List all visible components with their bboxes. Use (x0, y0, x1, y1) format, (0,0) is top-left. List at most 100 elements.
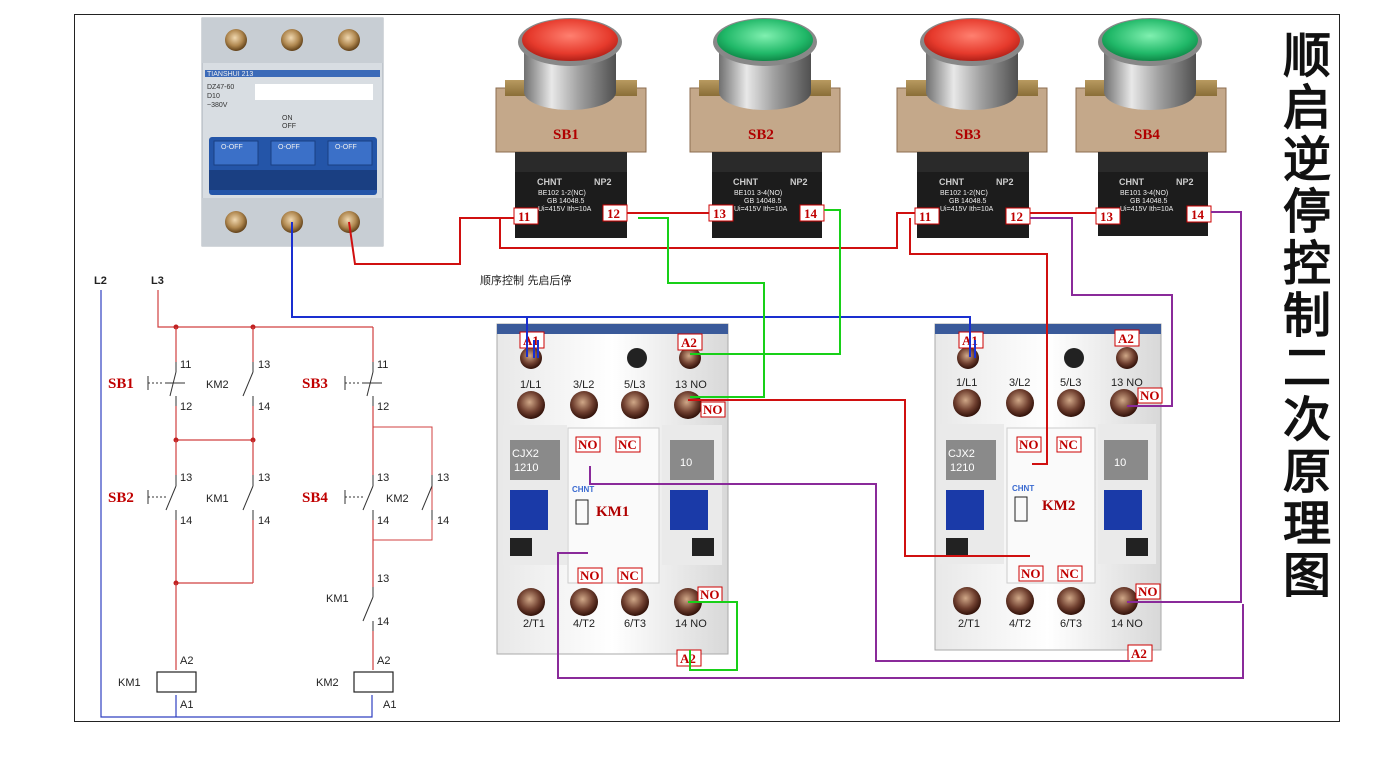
sb3-symbol: 11 12 SB3 (302, 359, 389, 413)
coil1-a2: A2 (180, 655, 193, 667)
pushbutton-sb1[interactable]: SB1 CHNT NP2 BE102 1-2(NC) GB 14048.5 Ui… (495, 18, 647, 238)
sb4-device-label: SB4 (1134, 127, 1160, 143)
title-char: 制 (1282, 288, 1331, 344)
km1-top-term-2: 3/L2 (573, 379, 594, 391)
coil1-label: KM1 (118, 677, 141, 689)
supply-label-l3: L3 (151, 275, 164, 287)
sb3-pin-bottom: 12 (377, 401, 389, 413)
sb2-std: GB 14048.5 (744, 198, 781, 205)
km2b-label: KM2 (386, 493, 409, 505)
km1-a2-label: A2 (681, 335, 697, 350)
sb3-term-1: 11 (919, 209, 931, 224)
sb3-std: GB 14048.5 (949, 198, 986, 205)
wire-purple-sb4 (1127, 211, 1242, 603)
km2-top-term-4: 13 NO (1111, 377, 1143, 389)
coil1-a1: A1 (180, 699, 193, 711)
pushbutton-sb2[interactable]: SB2 CHNT NP2 BE101 3-4(NO) GB 14048.5 Ui… (689, 18, 841, 238)
sb2-label: SB2 (108, 490, 134, 506)
sb4-std: GB 14048.5 (1130, 198, 1167, 205)
sb3-cap[interactable] (924, 19, 1020, 61)
sb4-term-1: 13 (1100, 209, 1114, 224)
sb4-type: NP2 (1176, 177, 1194, 187)
breaker-on: ON (282, 115, 293, 122)
title-char: 次 (1282, 392, 1331, 448)
km2-pin-bottom: 14 (258, 401, 270, 413)
km1-model: CJX2 (512, 448, 539, 460)
sb1-cap[interactable] (522, 19, 618, 61)
l2-wire (100, 290, 373, 718)
km1-size-box: 10 (680, 457, 692, 469)
wire-green-sb2 (638, 217, 765, 398)
coil-km2-symbol: A2 A1 KM2 (316, 655, 396, 711)
sb2-cap[interactable] (717, 19, 813, 61)
km2b-pin-bottom: 14 (437, 515, 449, 527)
km2-bottom-term-2: 4/T2 (1009, 618, 1031, 630)
km1-bottom-term-3: 6/T3 (624, 618, 646, 630)
km1-size: 1210 (514, 462, 538, 474)
switch-label-1: O-OFF (221, 144, 243, 151)
sb1-rating: Ui=415V Ith=10A (538, 206, 592, 213)
km1-no-label: NO (703, 402, 723, 417)
sb2-brand: CHNT (733, 177, 758, 187)
circuit-breaker: TIANSHUI 213 DZ47-60 D10 ~380V ON OFF O-… (201, 17, 384, 247)
sb1-term-2: 12 (607, 206, 620, 221)
sb2-device-label: SB2 (748, 127, 774, 143)
km2-pin-top: 13 (258, 359, 270, 371)
km1-a1-label: A1 (523, 333, 539, 348)
km1-aux-brand: CHNT (572, 485, 594, 494)
km1-no-bottom-label: NO (700, 587, 720, 602)
title-char: 停 (1282, 184, 1331, 240)
km2-contact-label: KM2 (206, 379, 229, 391)
breaker-off: OFF (282, 123, 296, 130)
km2-top-term-2: 3/L2 (1009, 377, 1030, 389)
km1-interlock-symbol: 13 14 KM1 (326, 573, 389, 631)
title-char: 理 (1282, 496, 1331, 552)
km1-contact-symbol: 13 14 KM1 (206, 472, 270, 527)
pushbutton-sb4[interactable]: SB4 CHNT NP2 BE101 3-4(NO) GB 14048.5 Ui… (1075, 18, 1227, 236)
control-schematic: L2 L3 11 12 SB1 13 14 (94, 275, 449, 718)
title-char: 二 (1282, 340, 1331, 396)
title-char: 控 (1282, 236, 1331, 292)
sb2-pin-bottom: 14 (180, 515, 192, 527)
sb3-brand: CHNT (939, 177, 964, 187)
title-char: 原 (1282, 444, 1331, 500)
sb1-pin-top: 11 (180, 359, 191, 371)
contactor-km1: 1/L1 3/L2 5/L3 13 NO CJX2 1210 10 CHNT K… (496, 323, 729, 667)
sequence-note: 顺序控制 先启后停 (480, 273, 572, 287)
km2-no-bottom-label: NO (1138, 584, 1158, 599)
coil-km1-symbol: A2 A1 KM1 (118, 655, 197, 711)
coil2-label: KM2 (316, 677, 339, 689)
wiring (291, 209, 1244, 679)
sb3-code: BE102 1-2(NC) (940, 190, 988, 197)
sb2-symbol: 13 14 SB2 (108, 472, 192, 527)
sb4-cap[interactable] (1102, 19, 1198, 61)
km1-aux-top-nc: NC (618, 437, 637, 452)
breaker-model: DZ47-60 (207, 84, 234, 91)
sb4-rating: Ui=415V Ith=10A (1120, 206, 1174, 213)
wire-red-sb3 (499, 212, 915, 249)
coil2-a1: A1 (383, 699, 396, 711)
km2-a2-label: A2 (1118, 331, 1134, 346)
sb4-pin-bottom: 14 (377, 515, 389, 527)
km2-aux-top-nc: NC (1059, 437, 1078, 452)
wire-purple-sb3 (1030, 217, 1173, 407)
km1-top-term-3: 5/L3 (624, 379, 645, 391)
wire-green-km1-bottom (688, 601, 738, 671)
wire-blue-km2-a1 (527, 316, 971, 357)
km2-a2-bottom-label: A2 (1131, 646, 1147, 661)
sb3-term-2: 12 (1010, 209, 1023, 224)
switch-label-2: O-OFF (278, 144, 300, 151)
km1-aux-bottom-no: NO (580, 568, 600, 583)
km2-aux-brand: CHNT (1012, 484, 1034, 493)
title-char: 顺 (1282, 28, 1331, 84)
sb4-symbol: 13 14 SB4 (302, 472, 389, 527)
sb4-code: BE101 3-4(NO) (1120, 190, 1168, 197)
sb4-pin-top: 13 (377, 472, 389, 484)
title-char: 启 (1282, 80, 1331, 136)
supply-label-l2: L2 (94, 275, 107, 287)
km1c-pin-bottom: 14 (377, 616, 389, 628)
km1-a2-bottom-label: A2 (680, 651, 696, 666)
pushbutton-sb3[interactable]: SB3 CHNT NP2 BE102 1-2(NC) GB 14048.5 Ui… (896, 18, 1048, 238)
sb1-std: GB 14048.5 (547, 198, 584, 205)
wire-purple-km2-coil (557, 552, 1244, 679)
